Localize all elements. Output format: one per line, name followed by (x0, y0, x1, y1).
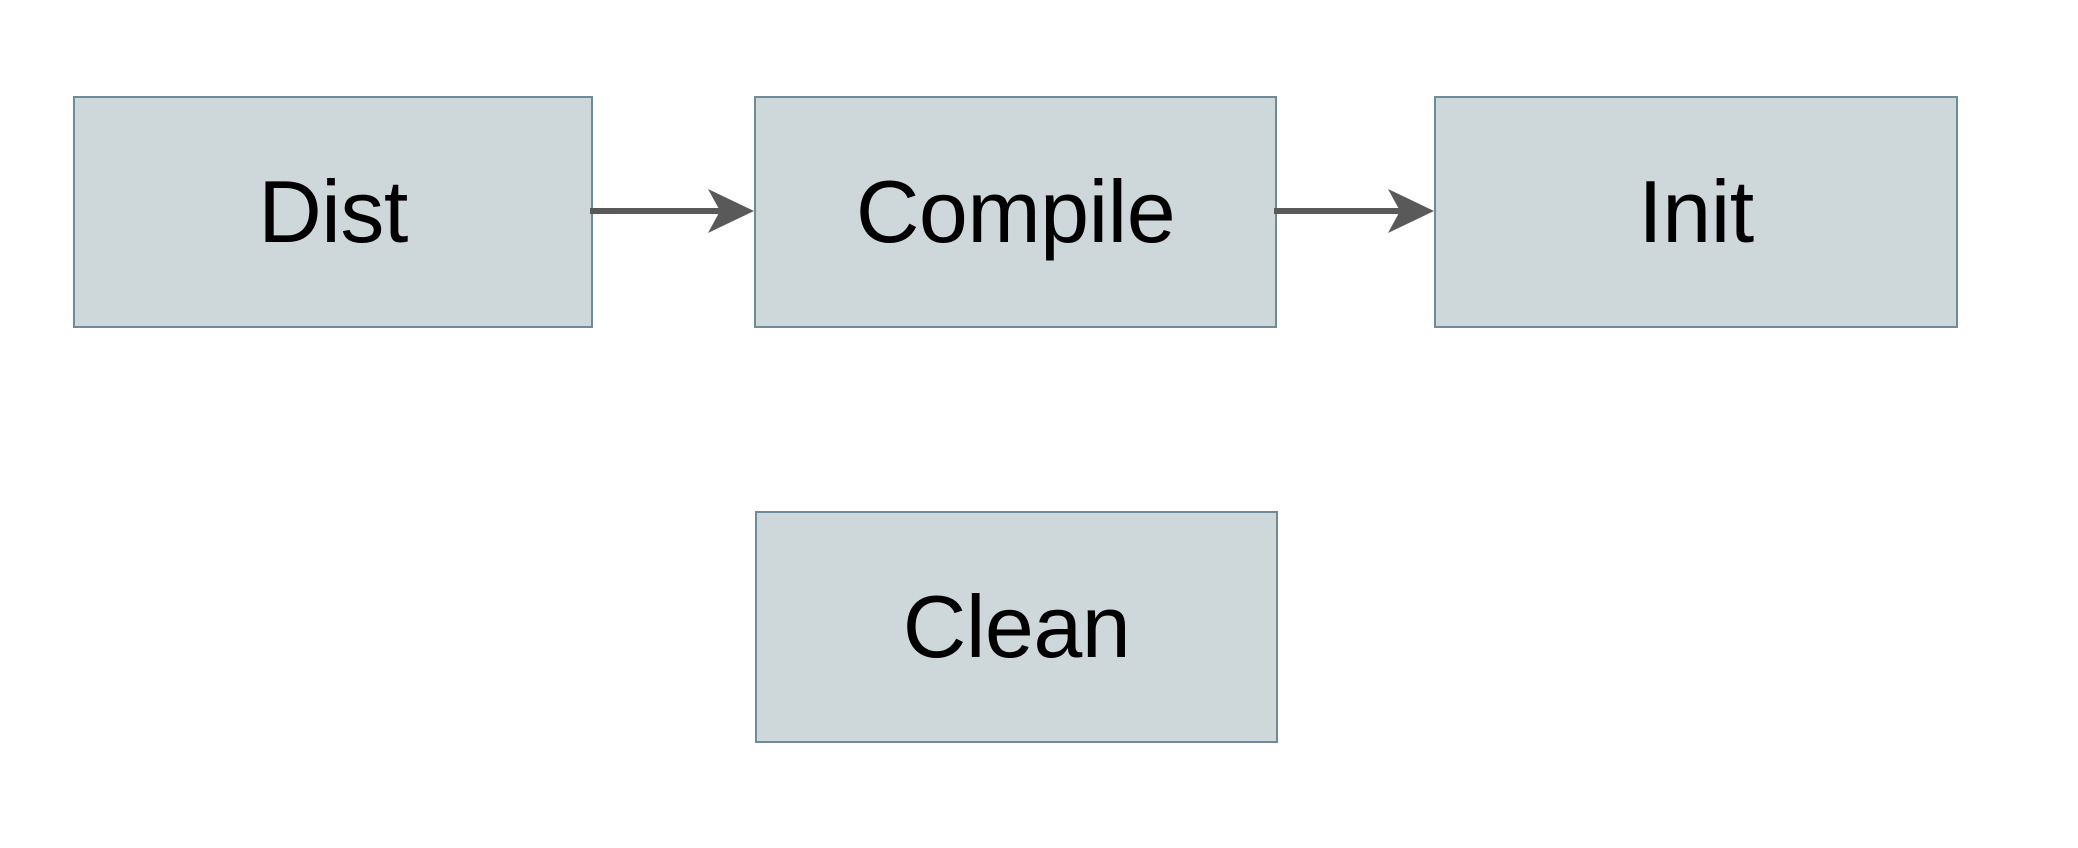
node-label-dist: Dist (258, 162, 408, 261)
arrowhead-icon (708, 189, 754, 233)
node-label-init: Init (1638, 162, 1754, 261)
diagram-node-clean[interactable]: Clean (755, 511, 1278, 743)
node-label-clean: Clean (902, 577, 1131, 676)
arrowhead-icon (1388, 189, 1434, 233)
diagram-node-dist[interactable]: Dist (73, 96, 593, 328)
edge-compile-to-init (1274, 189, 1434, 233)
node-label-compile: Compile (855, 162, 1176, 261)
edge-dist-to-compile (590, 189, 754, 233)
diagram-node-init[interactable]: Init (1434, 96, 1958, 328)
diagram-node-compile[interactable]: Compile (754, 96, 1277, 328)
